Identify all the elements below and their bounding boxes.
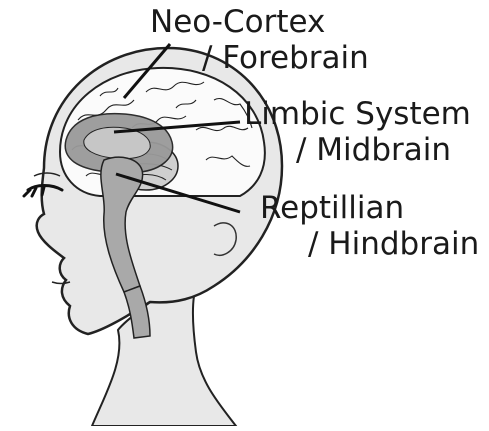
- label-limbic-line1: Limbic System: [244, 96, 471, 132]
- label-reptilian: Reptillian / Hindbrain: [260, 190, 479, 262]
- label-reptilian-line2: / Hindbrain: [260, 226, 479, 262]
- label-limbic: Limbic System / Midbrain: [244, 96, 471, 168]
- label-reptilian-line1: Reptillian: [260, 190, 479, 226]
- mouth-icon: [52, 282, 70, 284]
- label-neocortex: Neo-Cortex / Forebrain: [150, 4, 369, 76]
- label-neocortex-line2: / Forebrain: [150, 40, 369, 76]
- label-limbic-line2: / Midbrain: [244, 132, 471, 168]
- label-neocortex-line1: Neo-Cortex: [150, 4, 369, 40]
